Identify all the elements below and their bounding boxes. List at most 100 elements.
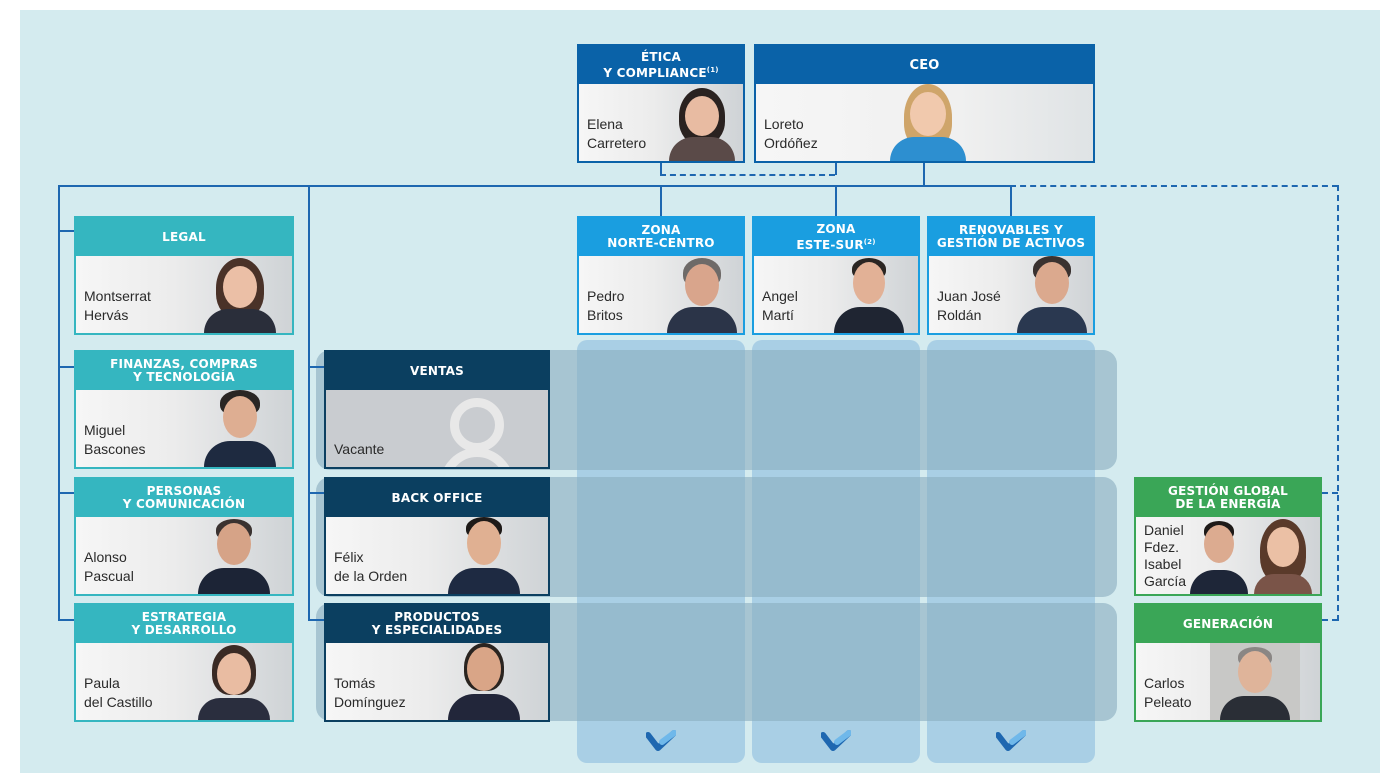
card-title: ZONA ESTE-SUR(2) [754,218,918,256]
card-personas: PERSONAS Y COMUNICACIÓN Alonso Pascual [74,477,294,596]
card-title: VENTAS [326,352,548,390]
portrait [886,84,970,161]
portrait [1015,256,1089,333]
footnote-marker: (2) [863,237,876,246]
card-title: ZONA NORTE-CENTRO [579,218,743,256]
card-title-text: PERSONAS Y COMUNICACIÓN [122,484,246,511]
card-title: GENERACIÓN [1136,605,1320,643]
person-photo [326,643,548,720]
card-title-text: RENOVABLES Y GESTIÓN DE ACTIVOS [936,223,1086,250]
card-ceo: CEO Loreto Ordóñez [754,44,1095,163]
connector-line [58,230,74,232]
dashed-connector [660,174,835,176]
card-estrategia: ESTRATEGIA Y DESARROLLO Paula del Castil… [74,603,294,722]
card-title: ESTRATEGIA Y DESARROLLO [76,605,292,643]
card-title: PERSONAS Y COMUNICACIÓN [76,479,292,517]
connector-line [58,619,74,621]
portrait [446,517,522,594]
person-name: Félix de la Orden [334,549,408,584]
card-title: ÉTICA Y COMPLIANCE(1) [579,46,743,84]
person-name: Angel Martí [762,288,798,323]
person-photo [76,256,292,333]
card-title: RENOVABLES Y GESTIÓN DE ACTIVOS [929,218,1093,256]
card-title: FINANZAS, COMPRAS Y TECNOLOGÍA [76,352,292,390]
card-productos: PRODUCTOS Y ESPECIALIDADES Tomás Domíngu… [324,603,550,722]
dashed-connector [1322,619,1338,621]
portrait [1210,643,1300,720]
person-name: Miguel Bascones [84,422,146,457]
person-photo [929,256,1093,333]
dashed-connector [1337,185,1339,621]
dashed-connector [660,163,662,175]
person-photo [76,390,292,467]
portrait [667,84,737,161]
connector-line [308,366,324,368]
card-ventas: VENTAS Vacante [324,350,550,469]
card-title-text: FINANZAS, COMPRAS Y TECNOLOGÍA [110,357,258,384]
person-name: Elena Carretero [587,116,647,151]
person-photo [579,256,743,333]
connector-line [1010,185,1012,216]
card-title-text: ESTRATEGIA Y DESARROLLO [131,610,237,637]
card-title: BACK OFFICE [326,479,548,517]
vacant-placeholder [326,390,548,467]
person-placeholder-icon [450,398,504,452]
person-name: Carlos Peleato [1144,675,1192,710]
person-name: Alonso Pascual [84,549,134,584]
org-chart: ÉTICA Y COMPLIANCE(1) Elena Carretero CE… [20,10,1380,773]
card-title: PRODUCTOS Y ESPECIALIDADES [326,605,548,643]
connector-line [58,185,1010,187]
connector-line [58,185,60,621]
card-title-text: ZONA NORTE-CENTRO [607,223,715,250]
dashed-connector [1010,185,1338,187]
portrait [665,256,739,333]
person-name: Daniel Fdez. Isabel García [1144,522,1187,589]
checkmark-icon [646,730,676,751]
person-name: Tomás Domínguez [334,675,406,710]
connector-line [308,492,324,494]
person-photo [326,517,548,594]
footnote-marker: (1) [706,65,719,74]
dashed-connector [835,163,837,175]
card-title-text: PRODUCTOS Y ESPECIALIDADES [371,610,503,637]
card-title-text: ZONA ESTE-SUR [796,221,864,252]
person-name: Pedro Britos [587,288,625,323]
card-renovables: RENOVABLES Y GESTIÓN DE ACTIVOS Juan Jos… [927,216,1095,335]
portrait [832,256,906,333]
card-title-text: BACK OFFICE [391,490,483,505]
person-photo [754,256,918,333]
person-photo [1136,517,1320,594]
card-legal: LEGAL Montserrat Hervás [74,216,294,335]
card-zona-este-sur: ZONA ESTE-SUR(2) Angel Martí [752,216,920,335]
connector-line [58,492,74,494]
card-title: GESTIÓN GLOBAL DE LA ENERGÍA [1136,479,1320,517]
connector-line [308,619,324,621]
portrait [202,256,278,333]
person-photo [1136,643,1320,720]
person-name: Paula del Castillo [84,675,153,710]
card-title-text: LEGAL [162,229,206,244]
connector-line [835,185,837,216]
connector-line [58,366,74,368]
portrait [1188,517,1250,594]
card-title-text: VENTAS [410,363,464,378]
card-title-text: CEO [909,57,940,73]
connector-line [923,163,925,185]
card-title: LEGAL [76,218,292,256]
portrait [196,643,272,720]
card-gestion-global: GESTIÓN GLOBAL DE LA ENERGÍA Daniel Fdez… [1134,477,1322,596]
person-photo [76,643,292,720]
connector-line [308,185,310,621]
checkmark-icon [821,730,851,751]
card-generacion: GENERACIÓN Carlos Peleato [1134,603,1322,722]
dashed-connector [1322,492,1338,494]
checkmark-icon [996,730,1026,751]
person-name: Loreto Ordóñez [764,116,818,151]
person-photo [756,84,1093,161]
portrait [1250,517,1316,594]
connector-line [660,185,662,216]
person-name: Juan José Roldán [937,288,1001,323]
person-placeholder-icon-body [440,448,514,467]
person-name: Vacante [334,441,385,457]
card-title: CEO [756,46,1093,84]
